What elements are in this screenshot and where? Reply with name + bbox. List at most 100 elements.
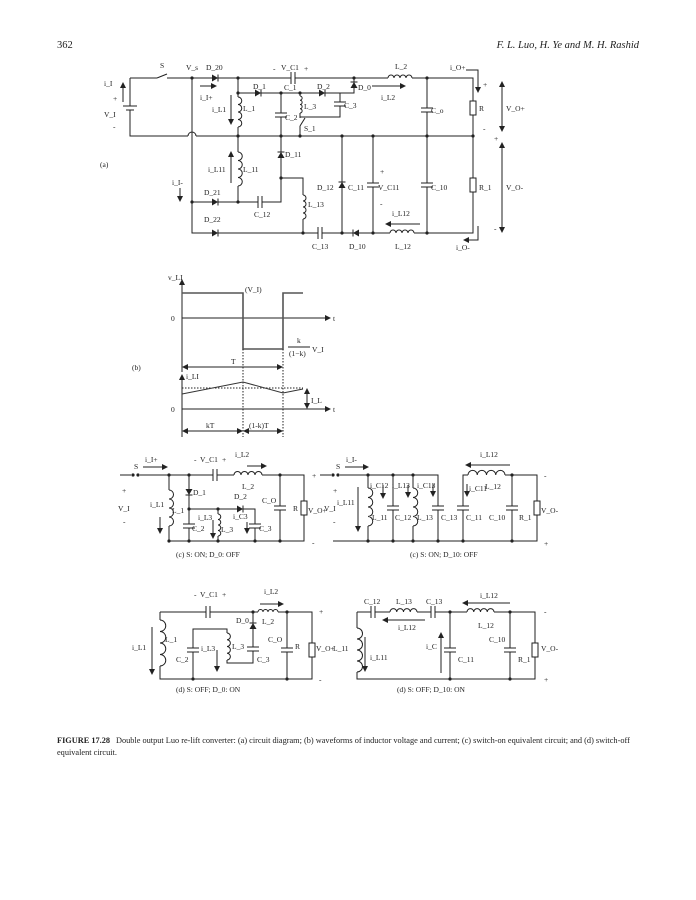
diode — [319, 89, 326, 97]
diode — [237, 505, 244, 513]
circuit-label: (c) S: ON; D_0: OFF — [176, 550, 240, 559]
wire-gap — [421, 108, 433, 112]
circuit-label: i_L11 — [337, 498, 355, 507]
circuit-label: V_C1 — [200, 590, 218, 599]
circuit-label: V_C1 — [200, 455, 218, 464]
circuit-label: (b) — [132, 363, 141, 372]
circuit-label: k — [297, 336, 301, 345]
inductor-coil — [356, 627, 363, 673]
circuit-label: + — [544, 675, 548, 684]
wire-gap — [444, 648, 456, 652]
wire-gap — [506, 506, 518, 510]
circuit-label: (1−k) — [289, 349, 306, 358]
circuit-label: (d) S: OFF; D_10: ON — [397, 685, 466, 694]
junction-dot — [236, 134, 240, 138]
circuit-label: i_L13 — [392, 481, 410, 490]
junction-dot — [508, 610, 512, 614]
circuit-label: i_C13 — [417, 481, 436, 490]
junction-dot — [251, 610, 255, 614]
circuit-label: C_3 — [259, 524, 272, 533]
wire-gap — [258, 607, 278, 613]
diode — [249, 622, 257, 629]
junction-dot — [340, 134, 344, 138]
junction-dot — [216, 539, 220, 543]
circuit-label: C_3 — [257, 655, 270, 664]
circuit-label: R — [295, 642, 300, 651]
wire — [300, 93, 341, 118]
junction-dot — [187, 507, 191, 511]
vli-waveform — [182, 292, 303, 350]
inductor-coil — [237, 151, 243, 187]
circuit-label: V_C11 — [378, 183, 400, 192]
circuit-label: C_12 — [395, 513, 412, 522]
wire-gap — [123, 106, 137, 110]
junction-dot — [425, 231, 429, 235]
junction-dot — [190, 200, 194, 204]
junction-dot — [340, 231, 344, 235]
circuit-label: V_O- — [541, 644, 559, 653]
circuit-label: L_1 — [165, 635, 177, 644]
circuit-label: R_1 — [518, 655, 531, 664]
wire — [466, 69, 479, 90]
resistor — [531, 642, 539, 658]
circuit-label: i_L2 — [235, 450, 249, 459]
circuit-label: C_O — [262, 496, 277, 505]
circuit-label: - — [380, 199, 383, 208]
circuit-label: R_1 — [519, 513, 532, 522]
diode — [352, 229, 359, 237]
circuit-label: L_12 — [485, 482, 501, 491]
inductor-coil — [299, 95, 303, 114]
junction-dot — [187, 473, 191, 477]
circuit-label: L_3 — [304, 102, 316, 111]
circuit-label: D_20 — [206, 63, 223, 72]
circuit-label: D_0 — [358, 83, 371, 92]
circuit-label: - — [544, 471, 547, 480]
diode — [277, 151, 285, 158]
wire — [130, 77, 474, 136]
circuit-label: C_10 — [489, 635, 506, 644]
junction-dot — [510, 539, 514, 543]
junction-dot — [411, 473, 415, 477]
circuit-label: R — [479, 104, 484, 113]
circuit-label: + — [333, 486, 337, 495]
circuit-label: V_C1 — [281, 63, 299, 72]
circuit-label: (d) S: OFF; D_0: ON — [176, 685, 241, 694]
junction-dot — [436, 539, 440, 543]
circuit-label: - — [123, 517, 126, 526]
junction-dot — [191, 677, 195, 681]
circuit-label: + — [113, 94, 117, 103]
switch — [299, 117, 306, 127]
circuit-label: C_13 — [312, 242, 329, 251]
wire-gap — [457, 506, 469, 510]
circuit-label: L_2 — [262, 617, 274, 626]
circuit-label: 0 — [171, 314, 175, 323]
circuit-label: C_2 — [285, 113, 298, 122]
circuit-label: R_1 — [479, 183, 492, 192]
circuit-label: i_L3 — [198, 513, 212, 522]
circuit-label: V_s — [186, 63, 198, 72]
wire-gap — [371, 606, 375, 618]
diode — [212, 229, 219, 237]
circuit-label: L_3 — [232, 642, 244, 651]
circuit-label: D_11 — [285, 150, 302, 159]
circuit-label: L_11 — [243, 165, 259, 174]
wire-gap — [318, 227, 322, 239]
circuit-label: + — [122, 486, 126, 495]
diode — [350, 81, 358, 88]
circuit-label: L_11 — [333, 644, 349, 653]
circuit-label: C_12 — [254, 210, 271, 219]
circuit-label: L_13 — [308, 200, 324, 209]
wire-gap — [274, 506, 286, 510]
circuit-label: D_1 — [253, 82, 266, 91]
circuit-label: i_C11 — [469, 484, 487, 493]
circuit-label: C_o — [431, 106, 444, 115]
junction-dot — [366, 473, 370, 477]
circuit-label: V_O+ — [316, 644, 335, 653]
circuit-label: i_L1 — [132, 643, 146, 652]
circuit-label: - — [333, 517, 336, 526]
circuit-label: - — [544, 607, 547, 616]
inductor-coil — [257, 609, 279, 613]
circuit-label: - — [194, 590, 197, 599]
wire-gap — [247, 647, 259, 651]
circuit-label: i_C12 — [370, 481, 389, 490]
